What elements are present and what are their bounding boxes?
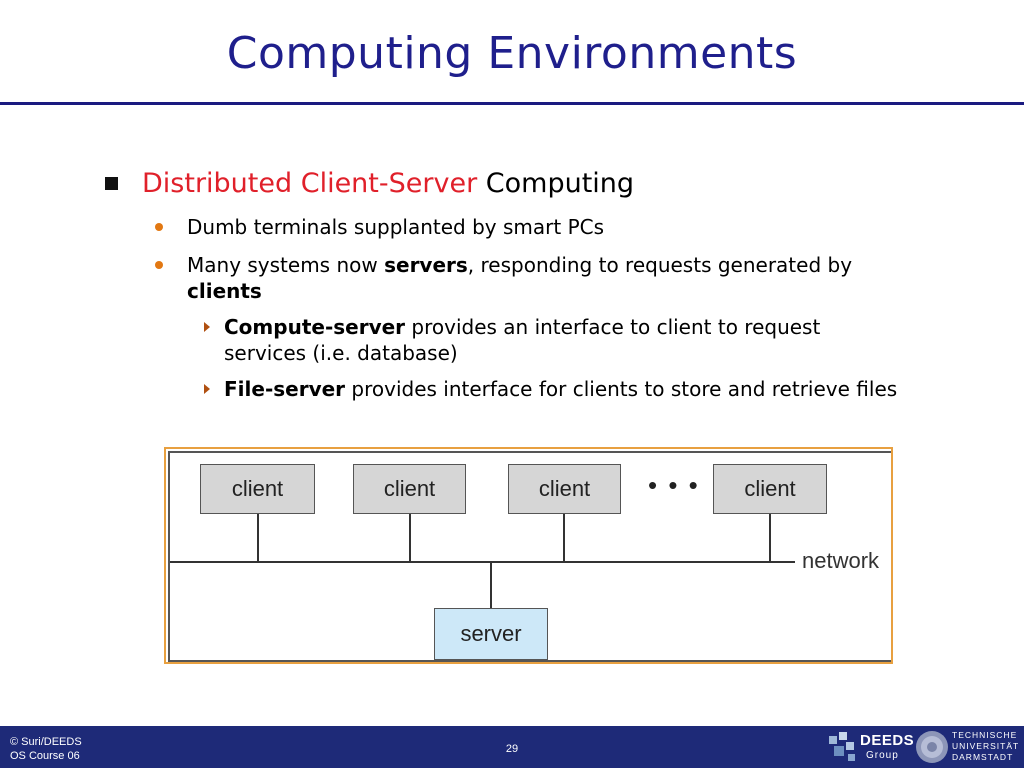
network-line: [170, 561, 795, 563]
deeds-name: DEEDS: [860, 732, 915, 749]
text-mid: , responding to requests generated by: [467, 253, 853, 277]
arrow-bullet-icon: [204, 384, 210, 394]
bullet-text: Distributed Client-Server Computing: [142, 168, 634, 199]
client-connector: [257, 514, 259, 562]
text-compute-rest: provides an interface to client to reque…: [224, 315, 821, 365]
dot-bullet-icon: [155, 223, 163, 231]
server-connector: [490, 562, 492, 608]
tu-line: DARMSTADT: [952, 752, 1014, 762]
bullet-text: Compute-server provides an interface to …: [224, 314, 904, 366]
university-name: TECHNISCHE UNIVERSITÄT DARMSTADT: [952, 730, 1019, 763]
footer-course: OS Course 06: [10, 750, 80, 762]
page-number: 29: [505, 743, 519, 755]
dot-bullet-icon: [155, 261, 163, 269]
title-divider: [0, 102, 1024, 105]
footer-bar: © Suri/DEEDS OS Course 06 29 DEEDS Group…: [0, 726, 1024, 768]
tu-line: TECHNISCHE: [952, 730, 1018, 740]
bullet-red-text: Distributed Client-Server: [142, 168, 478, 199]
text-pre: Many systems now: [187, 253, 385, 277]
tu-line: UNIVERSITÄT: [952, 741, 1020, 751]
client-node: client: [713, 464, 827, 514]
bullet-black-text: Computing: [485, 168, 635, 199]
bullet-text: Many systems now servers, responding to …: [187, 252, 887, 304]
text-servers: servers: [384, 253, 468, 277]
network-label: network: [802, 548, 880, 573]
university-seal-icon: [916, 731, 948, 763]
text-file-server: File-server: [224, 377, 346, 401]
footer-credits: © Suri/DEEDS OS Course 06: [10, 735, 82, 763]
slide-title: Computing Environments: [226, 28, 798, 79]
deeds-subtitle: Group: [866, 750, 899, 761]
diagram-border: [168, 451, 891, 662]
client-node: client: [508, 464, 621, 514]
text-compute-server: Compute-server: [224, 315, 406, 339]
text-clients: clients: [187, 279, 262, 303]
client-node: client: [353, 464, 466, 514]
deeds-logo-icon: [829, 732, 855, 761]
bullet-text: Dumb terminals supplanted by smart PCs: [187, 215, 605, 239]
ellipsis: • • •: [648, 470, 700, 500]
client-node: client: [200, 464, 315, 514]
client-connector: [769, 514, 771, 562]
server-node: server: [434, 608, 548, 660]
square-bullet-icon: [105, 177, 118, 190]
arrow-bullet-icon: [204, 322, 210, 332]
client-connector: [563, 514, 565, 562]
footer-copyright: © Suri/DEEDS: [10, 736, 82, 748]
text-file-rest: provides interface for clients to store …: [345, 377, 898, 401]
bullet-text: File-server provides interface for clien…: [224, 376, 904, 402]
client-connector: [409, 514, 411, 562]
